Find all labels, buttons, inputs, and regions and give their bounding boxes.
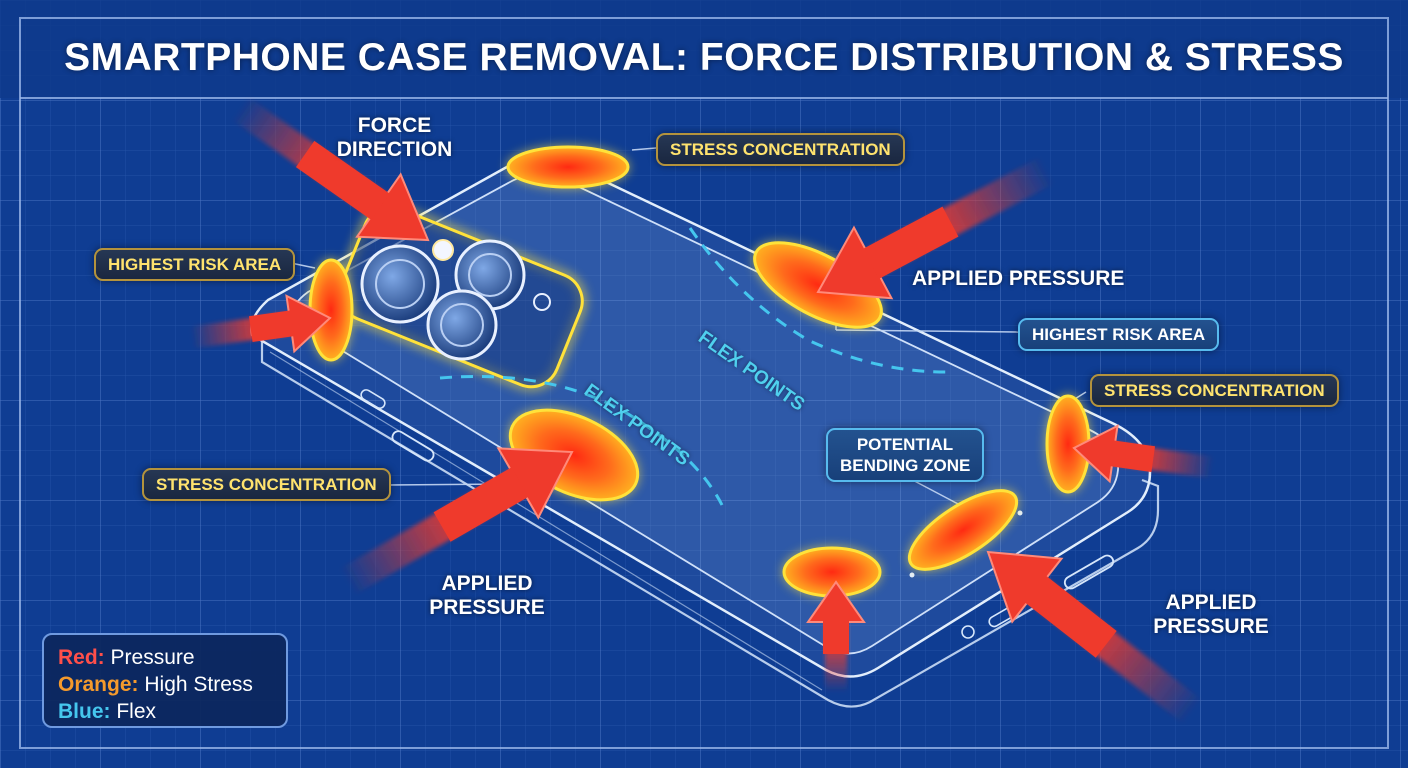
stress-concentration-callout-left: STRESS CONCENTRATION xyxy=(142,468,391,501)
color-legend: Red: Pressure Orange: High Stress Blue: … xyxy=(42,633,288,728)
force-direction-line-1: FORCE xyxy=(357,114,432,137)
highest-risk-callout-left: HIGHEST RISK AREA xyxy=(94,248,296,281)
force-direction-line-2: DIRECTION xyxy=(336,138,453,161)
stress-concentration-callout-top: STRESS CONCENTRATION xyxy=(656,133,905,166)
legend-value-pressure: Pressure xyxy=(110,646,195,669)
applied-pressure-bl-line-2: PRESSURE xyxy=(429,596,545,619)
potential-bending-line-2: BENDING ZONE xyxy=(840,456,971,475)
legend-key-blue: Blue: xyxy=(58,700,111,723)
legend-key-red: Red: xyxy=(58,646,105,669)
legend-value-high-stress: High Stress xyxy=(144,673,253,696)
page-title: SMARTPHONE CASE REMOVAL: FORCE DISTRIBUT… xyxy=(64,36,1344,79)
legend-value-flex: Flex xyxy=(116,700,157,723)
legend-item-pressure: Red: Pressure xyxy=(58,644,272,671)
stress-concentration-callout-right: STRESS CONCENTRATION xyxy=(1090,374,1339,407)
potential-bending-callout: POTENTIAL BENDING ZONE xyxy=(826,428,984,482)
applied-pressure-bl-line-1: APPLIED xyxy=(441,572,533,595)
legend-key-orange: Orange: xyxy=(58,673,139,696)
applied-pressure-label-bottom-left: APPLIED PRESSURE xyxy=(412,572,562,620)
applied-pressure-label-right: APPLIED PRESSURE xyxy=(912,267,1125,290)
legend-item-high-stress: Orange: High Stress xyxy=(58,671,272,698)
applied-pressure-br-line-2: PRESSURE xyxy=(1153,615,1269,638)
force-direction-label: FORCE DIRECTION xyxy=(322,114,467,162)
potential-bending-line-1: POTENTIAL xyxy=(856,435,954,454)
highest-risk-callout-right: HIGHEST RISK AREA xyxy=(1018,318,1220,351)
pressure-arrows xyxy=(189,96,1215,724)
applied-pressure-br-line-1: APPLIED xyxy=(1165,591,1257,614)
legend-item-flex: Blue: Flex xyxy=(58,698,272,725)
applied-pressure-label-bottom-right: APPLIED PRESSURE xyxy=(1136,591,1286,639)
stress-hotspots xyxy=(308,145,1091,598)
